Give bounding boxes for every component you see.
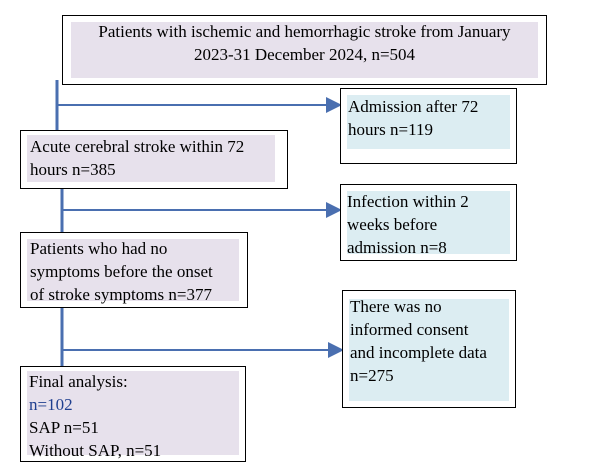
exclusion-box-1 — [340, 88, 517, 164]
start-line-1: Patients with ischemic and hemorrhagic s… — [98, 22, 511, 41]
exclusion-text-1: Admission after 72 hours n=119 — [348, 95, 478, 141]
exclusion-2-line-3: admission n=8 — [347, 238, 447, 257]
exclusion-text-2: Infection within 2 weeks before admissio… — [347, 190, 469, 259]
exclusion-box-2 — [340, 184, 517, 261]
exclusion-box-3 — [342, 290, 516, 408]
exclusion-1-line-1: Admission after 72 — [348, 97, 479, 116]
start-text: Patients with ischemic and hemorrhagic s… — [62, 20, 547, 66]
exclusion-text-3: There was no informed consent and incomp… — [350, 295, 487, 387]
start-line-2: 2023-31 December 2024, n=504 — [193, 45, 416, 64]
exclusion-3-line-1: There was no — [350, 297, 442, 316]
exclusion-2-line-2: weeks before — [347, 215, 438, 234]
no-symptoms-line-1: Patients who had no — [30, 239, 168, 258]
final-analysis-text: Final analysis: n=102 SAP n=51 Without S… — [29, 370, 161, 462]
final-line-3: SAP n=51 — [29, 418, 99, 437]
final-line-4: Without SAP, n=51 — [29, 441, 162, 460]
acute-stroke-box — [20, 130, 288, 189]
acute-stroke-text: Acute cerebral stroke within 72 hours n=… — [30, 135, 244, 181]
no-symptoms-text: Patients who had no symptoms before the … — [30, 237, 213, 306]
exclusion-1-line-2: hours n=119 — [348, 120, 433, 139]
acute-stroke-line-1: Acute cerebral stroke within 72 — [30, 137, 245, 156]
exclusion-3-line-2: informed consent — [350, 320, 469, 339]
final-line-1: Final analysis: — [29, 372, 128, 391]
no-symptoms-line-2: symptoms before the onset — [30, 262, 213, 281]
exclusion-2-line-1: Infection within 2 — [347, 192, 469, 211]
no-symptoms-line-3: of stroke symptoms n=377 — [30, 285, 212, 304]
final-analysis-box — [20, 366, 246, 462]
start-box — [62, 15, 547, 85]
exclusion-3-line-3: and incomplete data — [350, 343, 487, 362]
no-symptoms-box — [20, 232, 248, 308]
exclusion-3-line-4: n=275 — [350, 366, 394, 385]
final-line-2: n=102 — [29, 395, 73, 414]
acute-stroke-line-2: hours n=385 — [30, 160, 116, 179]
